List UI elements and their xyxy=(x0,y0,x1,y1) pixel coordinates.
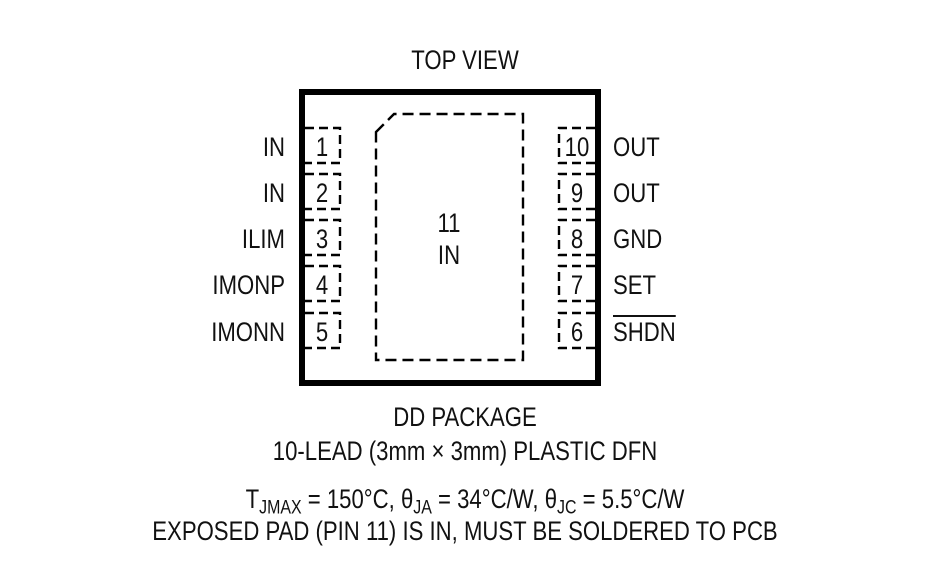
view-title: TOP VIEW xyxy=(411,45,519,75)
thermal-specs: TJMAX = 150°C, θJA = 34°C/W, θJC = 5.5°C… xyxy=(84,484,847,517)
pin-2-label: IN xyxy=(262,178,285,208)
pin-7-label: SET xyxy=(613,270,657,300)
pin-3-number: 3 xyxy=(315,224,329,254)
pin-3-label: ILIM xyxy=(241,224,285,254)
pin-1-number: 1 xyxy=(315,132,329,162)
pin-4-label: IMONP xyxy=(212,270,285,300)
pin-9-number: 9 xyxy=(570,178,584,208)
pin-6-number: 6 xyxy=(570,317,584,347)
pin-7-number: 7 xyxy=(570,270,584,300)
pin-6-label: SHDN xyxy=(613,317,676,347)
pin-4-number: 4 xyxy=(315,270,329,300)
pin-2-number: 2 xyxy=(315,178,329,208)
pin-10-label: OUT xyxy=(613,132,660,162)
pin-8-number: 8 xyxy=(570,224,584,254)
theta-jc-value: = 5.5°C/W xyxy=(576,484,685,514)
theta-ja-subscript: JA xyxy=(413,496,432,519)
theta-jc-symbol: θ xyxy=(544,484,558,514)
pin-10-number: 10 xyxy=(564,132,590,162)
tjmax-value: = 150°C, xyxy=(301,484,401,514)
pin-5-number: 5 xyxy=(315,317,329,347)
theta-ja-value: = 34°C/W, xyxy=(431,484,545,514)
theta-ja-symbol: θ xyxy=(400,484,414,514)
exposed-pad-note: EXPOSED PAD (PIN 11) IS IN, MUST BE SOLD… xyxy=(152,516,778,546)
pin-5-label: IMONN xyxy=(211,317,285,347)
tjmax-subscript: JMAX xyxy=(259,496,302,519)
exposed-pad-number: 11 xyxy=(437,208,461,238)
theta-jc-subscript: JC xyxy=(557,496,577,519)
tjmax-symbol: T xyxy=(245,484,260,514)
pin-8-label: GND xyxy=(613,224,663,254)
package-description: 10-LEAD (3mm × 3mm) PLASTIC DFN xyxy=(272,436,658,466)
pin-1-label: IN xyxy=(262,132,285,162)
exposed-pad-name: IN xyxy=(437,240,461,270)
pin-9-label: OUT xyxy=(613,178,660,208)
package-name: DD PACKAGE xyxy=(393,402,537,432)
